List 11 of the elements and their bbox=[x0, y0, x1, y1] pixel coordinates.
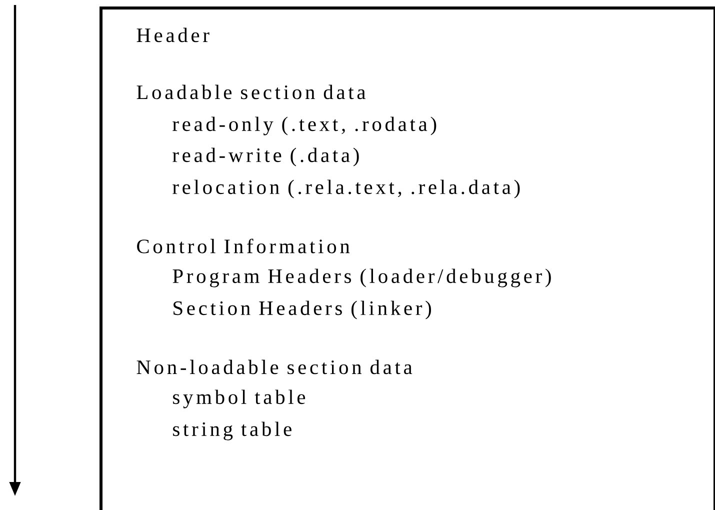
list-item: string table bbox=[173, 422, 292, 440]
list-item: read-only (.text, .rodata) bbox=[172, 116, 436, 136]
list-item: relocation (.rela.text, .rela.data) bbox=[172, 180, 520, 198]
section-heading: Header bbox=[136, 28, 210, 42]
list-item: read-write (.data) bbox=[172, 148, 359, 166]
section-heading: Loadable section data bbox=[136, 84, 366, 100]
list-item: Section Headers (linker) bbox=[174, 300, 431, 320]
list-item: symbol table bbox=[173, 390, 306, 408]
section-heading: Control Information bbox=[137, 238, 350, 254]
list-item: Program Headers (loader/debugger) bbox=[172, 268, 551, 288]
section-heading: Non-loadable section data bbox=[136, 360, 412, 374]
